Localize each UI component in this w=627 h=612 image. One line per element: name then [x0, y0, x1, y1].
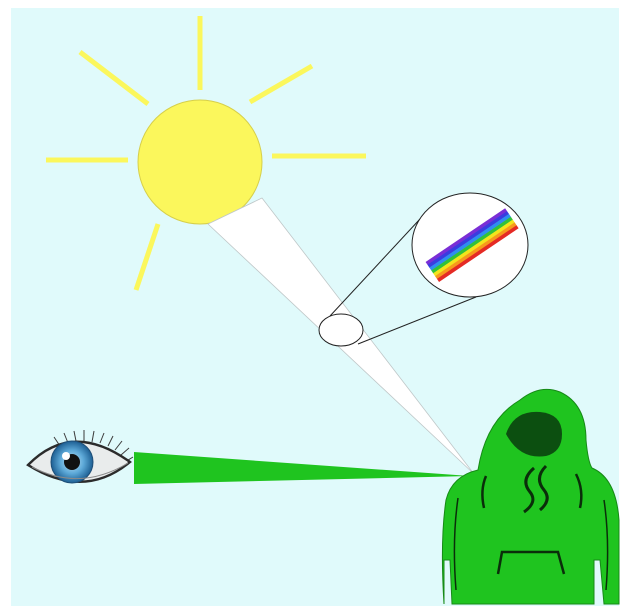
beam-cross-section — [319, 314, 363, 346]
eye-highlight — [62, 452, 70, 460]
sun-disc — [138, 100, 262, 224]
